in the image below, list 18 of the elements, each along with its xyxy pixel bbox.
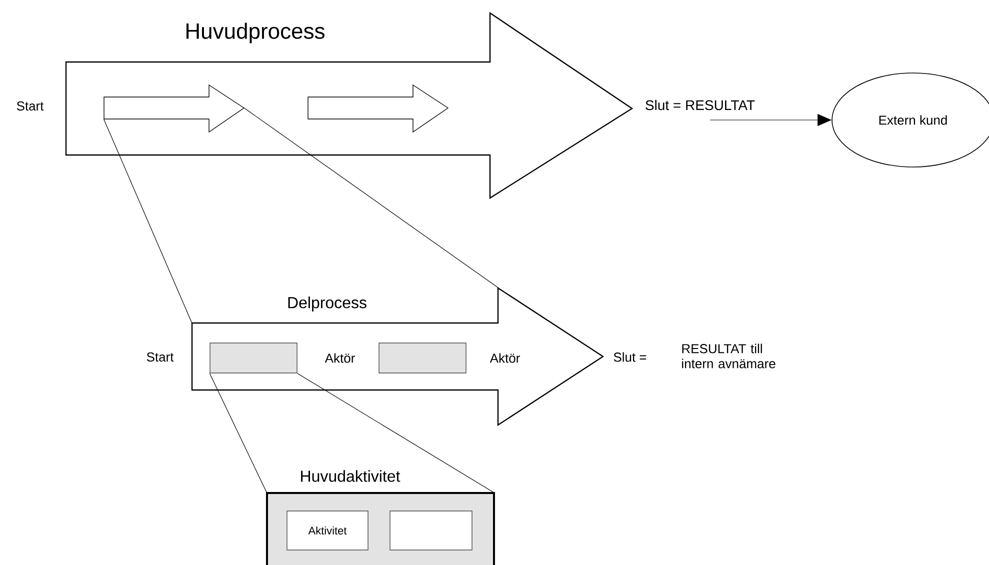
label-text: Start bbox=[146, 352, 174, 362]
step-arrow bbox=[308, 84, 449, 133]
label-text: Aktör bbox=[490, 353, 520, 363]
label-text: Aktör bbox=[324, 353, 355, 363]
zoom-line bbox=[297, 373, 494, 494]
zoom-line bbox=[104, 118, 192, 324]
activity-box bbox=[390, 510, 472, 550]
result-text: Slut = RESULTAT bbox=[646, 100, 755, 110]
zoom-line bbox=[244, 108, 498, 288]
label-text: Slut = bbox=[614, 352, 646, 362]
actor-box bbox=[378, 342, 466, 374]
actor-box bbox=[210, 342, 298, 374]
activity-box: Aktivitet bbox=[286, 510, 368, 550]
node-label: Huvudaktivitet bbox=[301, 470, 400, 482]
zoom-line bbox=[209, 373, 268, 494]
label-text: RESULTAT till intern avnämare bbox=[682, 344, 776, 368]
step-arrow bbox=[104, 84, 245, 133]
label-text: Start bbox=[16, 101, 44, 111]
